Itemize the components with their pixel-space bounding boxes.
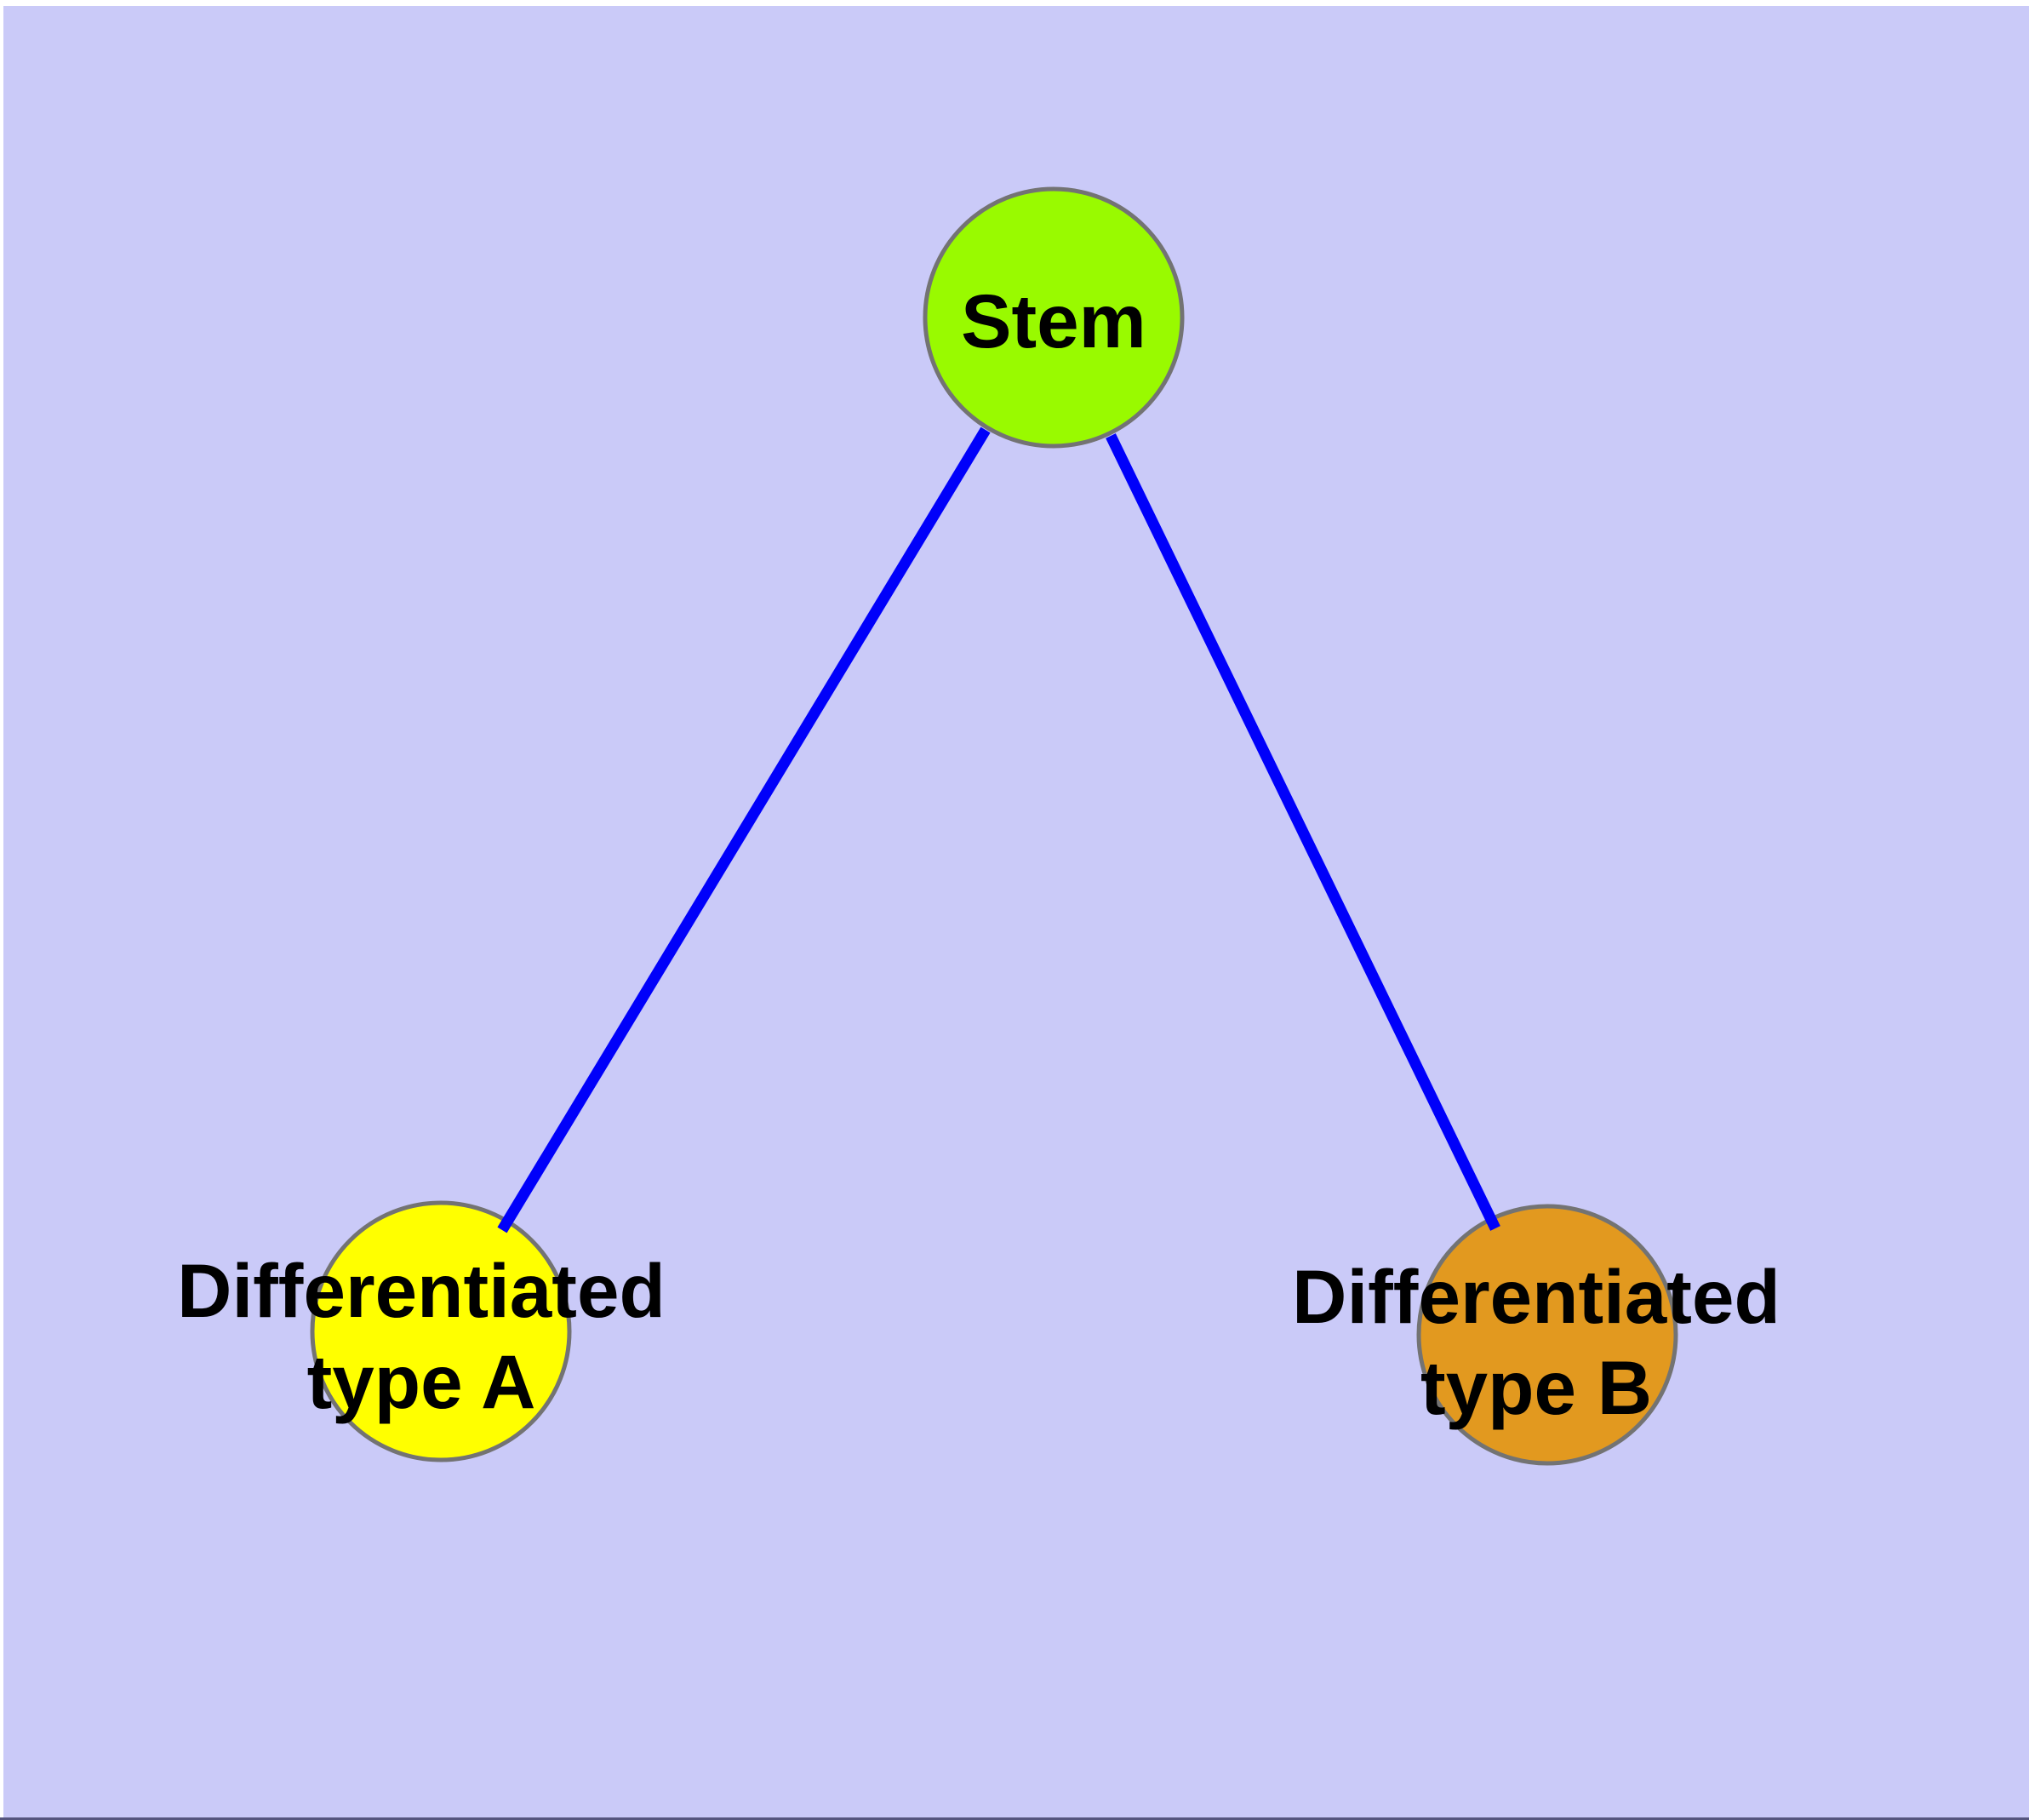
node-differentiated-type-a [310,1200,572,1462]
differentiated-type-b-label-line2: type B [1420,1345,1652,1430]
bottom-edge-line [0,1817,2029,1820]
node-stem [923,186,1185,449]
differentiated-type-b-node-circle [1416,1204,1678,1466]
edge-stem-to-type-a [497,426,991,1233]
differentiated-type-a-label-line2: type A [307,1339,536,1424]
stem-node-label: Stem [961,278,1146,363]
differentiated-type-a-label-line1: Differentiated [177,1248,666,1333]
edge-stem-to-type-b [1106,433,1500,1231]
differentiated-type-b-label-line1: Differentiated [1292,1254,1780,1339]
stem-node-circle [923,186,1185,449]
differentiated-type-a-node-circle [310,1200,572,1462]
edges [497,426,1500,1233]
node-differentiated-type-b [1416,1204,1678,1466]
